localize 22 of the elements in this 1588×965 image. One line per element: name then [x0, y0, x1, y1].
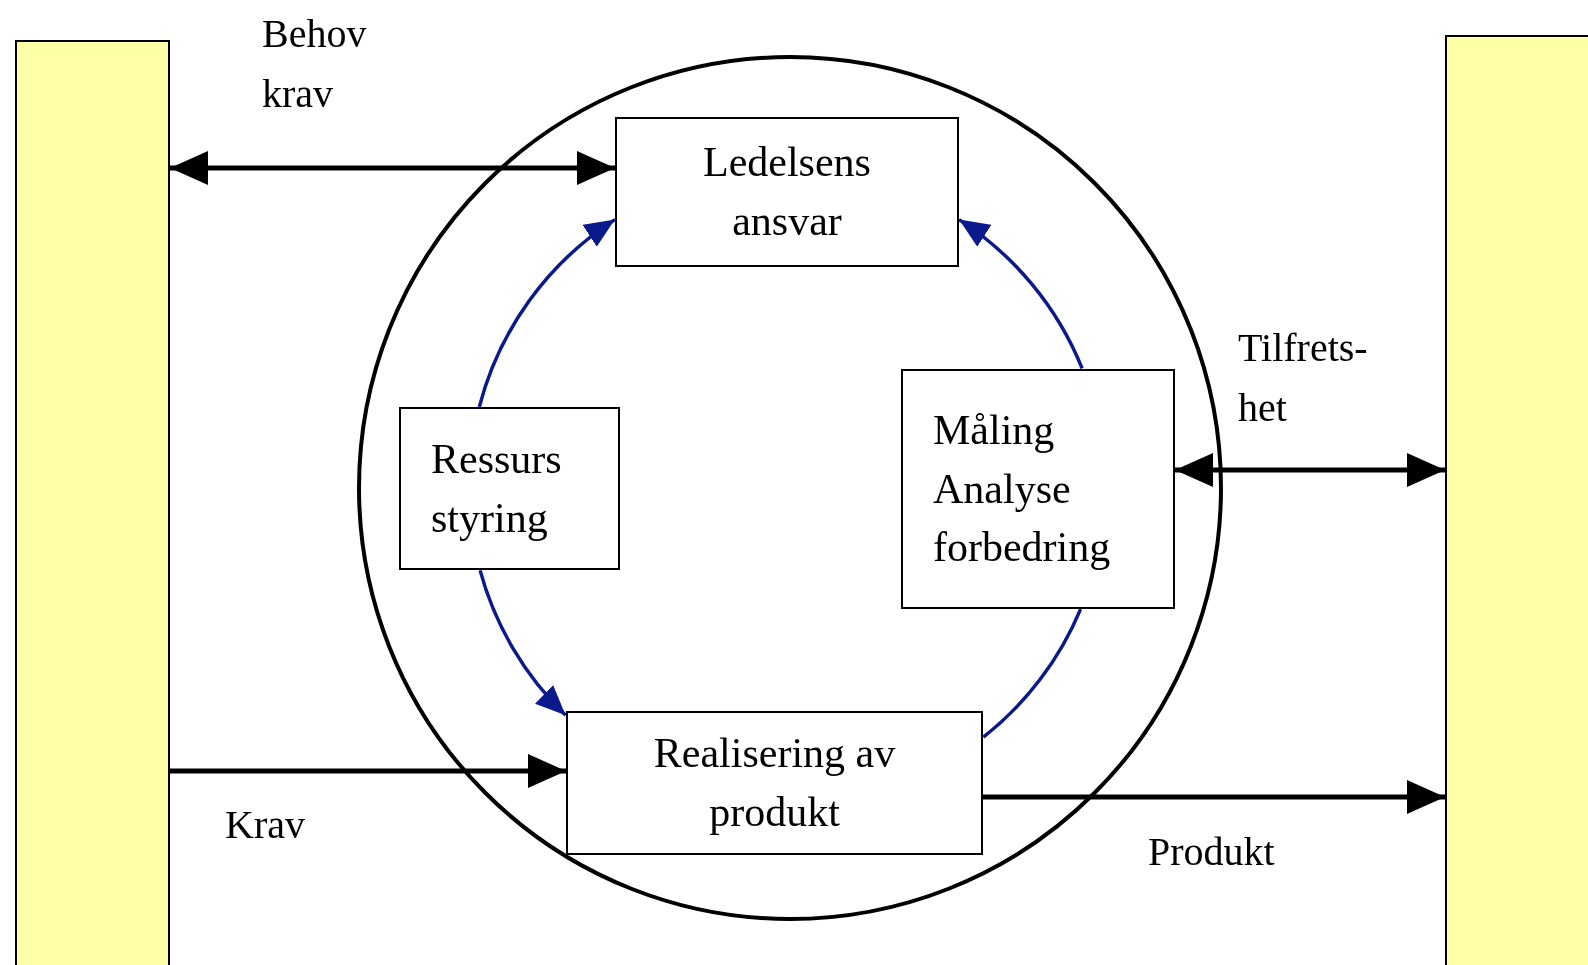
process-box	[566, 711, 983, 855]
node-label: Ressurs styring	[430, 434, 563, 543]
arrow	[477, 218, 616, 408]
arrow	[983, 780, 1445, 814]
side-panel	[1445, 35, 1588, 965]
node-label: Realisering av produkt	[652, 729, 897, 837]
connector-line	[982, 608, 1083, 739]
edge-label: Produkt	[1148, 828, 1276, 876]
edge-label: Tilfrets- het	[1238, 324, 1369, 432]
node-label: Ledelsens ansvar	[702, 138, 872, 246]
arrow	[958, 218, 1084, 370]
side-panel	[15, 40, 170, 965]
arrow	[1175, 453, 1445, 487]
node-label: Måling Analyse forbedring	[932, 405, 1112, 573]
arrow	[170, 754, 566, 788]
process-box	[399, 407, 620, 570]
process-box	[615, 117, 959, 267]
edge-label: Krav	[225, 801, 306, 849]
arrow	[478, 569, 567, 717]
edge-label: Behov krav	[262, 10, 368, 118]
process-box	[901, 369, 1175, 609]
arrow	[170, 151, 615, 185]
